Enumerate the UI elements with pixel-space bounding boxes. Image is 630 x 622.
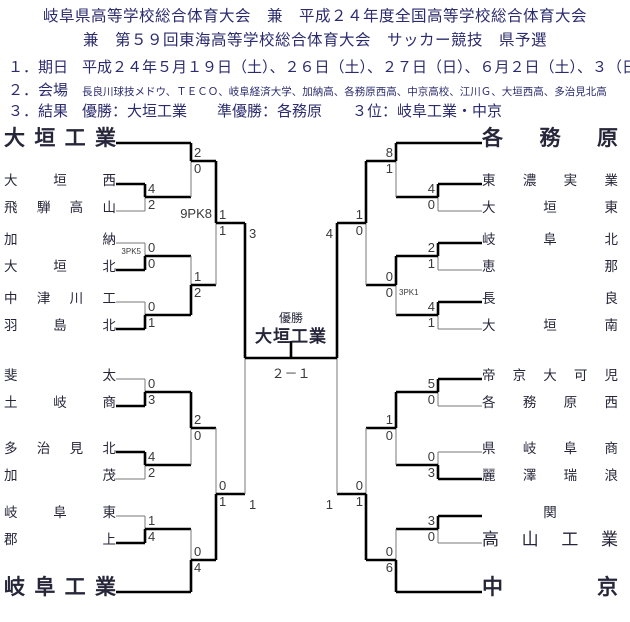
match-score: 2: [194, 145, 202, 160]
final-match-score: 1: [249, 497, 257, 512]
match-score: 0: [355, 223, 363, 238]
match-score: 5: [427, 376, 435, 391]
match-score: 0: [194, 544, 202, 559]
team-name: 高山工業: [482, 530, 618, 549]
title-line-2: 兼 第５９回東海高等学校総合体育大会 サッカー競技 県予選: [82, 32, 547, 49]
match-score: 1: [219, 223, 227, 238]
team-name: 大垣西: [4, 173, 116, 188]
result-text: 優勝：大垣工業 準優勝：各務原 ３位：岐阜工業・中京: [82, 103, 503, 120]
team-name: 大垣工業: [4, 127, 116, 150]
match-score: 0: [385, 428, 393, 443]
match-score: 1: [385, 412, 393, 427]
match-score: 4: [148, 181, 156, 196]
final-score: ２－１: [271, 366, 311, 381]
venue-text: 長良川球技メドウ、ＴＥＣＯ、岐阜経済大学、加納高、各務原西高、中京高校、江川Ｇ、…: [82, 86, 607, 98]
match-score: 1: [148, 315, 156, 330]
team-name: 各務原: [482, 127, 618, 150]
match-score: 0: [427, 529, 435, 544]
team-name: 岐阜北: [482, 232, 618, 247]
match-score: 4: [148, 449, 156, 464]
match-score: 2: [148, 465, 156, 480]
match-score: 6: [385, 560, 393, 575]
match-score: 3: [427, 465, 435, 480]
pk-note: 3PK1: [399, 288, 419, 297]
match-score: 2: [148, 197, 156, 212]
team-name: 郡上: [4, 532, 116, 547]
team-name: 県岐阜商: [482, 441, 618, 456]
final-match-score: 3: [249, 226, 257, 241]
team-name: 多治見北: [4, 441, 116, 456]
match-score: 1: [355, 207, 363, 222]
match-score: 1: [194, 269, 202, 284]
match-score: 0: [194, 428, 202, 443]
champion-name: 大垣工業: [255, 327, 327, 346]
match-score: 2: [194, 412, 202, 427]
match-score: 2: [194, 285, 202, 300]
match-score: 1: [427, 315, 435, 330]
team-name: 大垣東: [482, 200, 618, 215]
result-row: ３．結果 優勝：大垣工業 準優勝：各務原 ３位：岐阜工業・中京: [8, 100, 502, 121]
match-score: 0: [385, 269, 393, 284]
team-name: 飛騨高山: [4, 200, 116, 215]
match-score: 2: [427, 240, 435, 255]
match-score: 4: [194, 560, 202, 575]
pk-note: 9PK8: [180, 206, 212, 221]
match-score: 0: [355, 478, 363, 493]
team-name: 恵那: [482, 259, 618, 274]
date-text: 平成２４年５月１９日（土）、２６日（土）、２７日（日）、６月２日（土）、３（日）: [82, 59, 630, 76]
match-score: 1: [148, 513, 156, 528]
team-name: 東濃実業: [482, 173, 618, 188]
date-row: １．期日 平成２４年５月１９日（土）、２６日（土）、２７日（日）、６月２日（土）…: [8, 56, 630, 77]
match-score: 0: [427, 449, 435, 464]
match-score: 4: [427, 181, 435, 196]
final-match-score: 4: [325, 226, 333, 241]
match-score: 0: [148, 240, 156, 255]
match-score: 0: [148, 299, 156, 314]
match-score: 1: [355, 494, 363, 509]
match-score: 1: [219, 207, 227, 222]
team-name: 帝京大可児: [482, 368, 618, 383]
team-name: 大垣北: [4, 259, 116, 274]
team-name: 中京: [482, 576, 618, 599]
match-score: 4: [427, 299, 435, 314]
match-score: 3: [148, 392, 156, 407]
team-name: 岐阜東: [4, 505, 116, 520]
final-match-score: 1: [325, 497, 333, 512]
team-name: 各務原西: [482, 395, 618, 410]
date-label: １．期日: [8, 59, 69, 76]
team-name: 関: [543, 505, 557, 520]
match-score: 0: [385, 285, 393, 300]
result-label: ３．結果: [8, 103, 69, 120]
team-name: 岐阜工業: [4, 576, 116, 599]
team-name: 麗澤瑞浪: [482, 468, 618, 483]
pk-note: 3PK5: [121, 247, 141, 256]
match-score: 3: [427, 513, 435, 528]
team-name: 加納: [4, 232, 116, 247]
team-name: 斐太: [4, 368, 116, 383]
team-name: 土岐商: [4, 395, 116, 410]
match-score: 0: [219, 478, 227, 493]
team-name: 大垣南: [482, 318, 618, 333]
title-line-1: 岐阜県高等学校総合体育大会 兼 平成２４年度全国高等学校総合体育大会: [42, 8, 587, 25]
venue-label: ２．会場: [8, 82, 69, 99]
match-score: 0: [148, 376, 156, 391]
team-name: 羽島北: [4, 318, 116, 333]
team-name: 中津川工: [4, 291, 116, 306]
match-score: 8: [385, 145, 393, 160]
team-name: 加茂: [4, 468, 116, 483]
venue-row: ２．会場 長良川球技メドウ、ＴＥＣＯ、岐阜経済大学、加納高、各務原西高、中京高校…: [8, 79, 607, 100]
match-score: 4: [148, 529, 156, 544]
match-score: 0: [427, 197, 435, 212]
team-name: 長良: [482, 291, 618, 306]
match-score: 1: [385, 161, 393, 176]
champion-label: 優勝: [278, 311, 303, 325]
match-score: 0: [148, 256, 156, 271]
match-score: 0: [385, 544, 393, 559]
match-score: 0: [194, 161, 202, 176]
match-score: 1: [219, 494, 227, 509]
match-score: 0: [427, 392, 435, 407]
match-score: 1: [427, 256, 435, 271]
